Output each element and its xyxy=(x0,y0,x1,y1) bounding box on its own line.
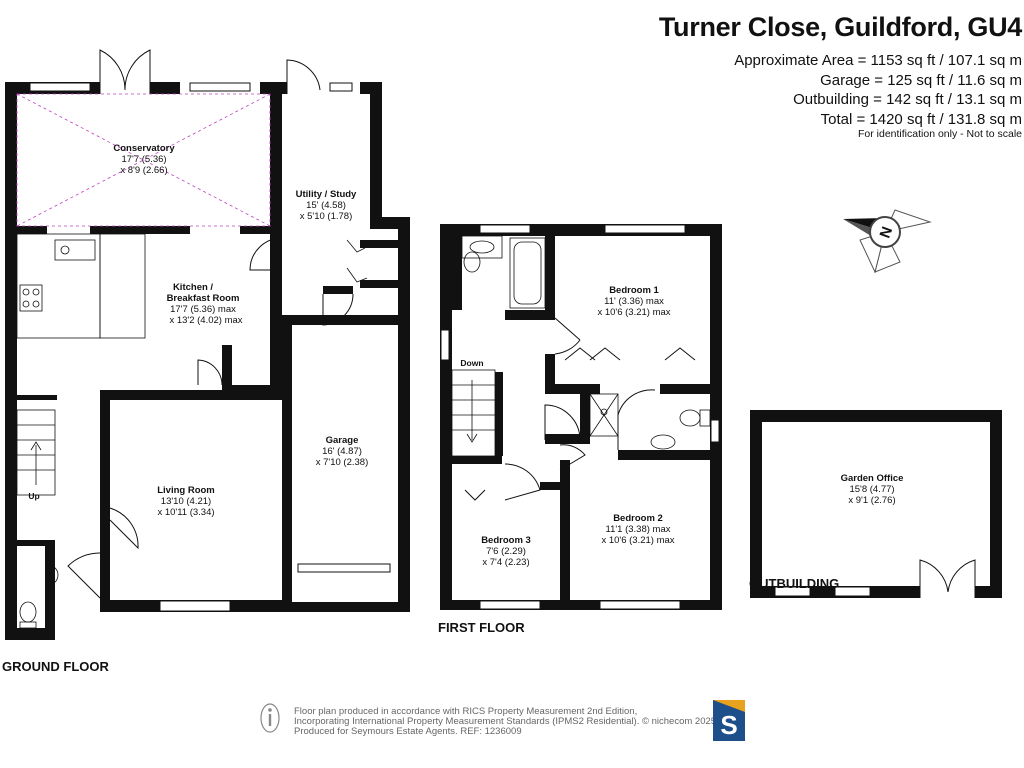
garage-dim2: x 7'10 (2.38) xyxy=(316,457,369,468)
office-dim2: x 9'1 (2.76) xyxy=(848,495,895,506)
office-window-left xyxy=(774,586,811,597)
ensuite-window xyxy=(710,419,720,443)
kitchen-name-1: Kitchen / xyxy=(173,282,213,293)
area-outbuilding: Outbuilding = 142 sq ft / 13.1 sq m xyxy=(793,91,1022,108)
bedroom1-window xyxy=(604,224,686,234)
office-dim1: 15'8 (4.77) xyxy=(849,484,894,495)
conservatory-window-left xyxy=(29,82,91,92)
bedroom1-dim1: 11' (3.36) max xyxy=(604,296,664,307)
kitchen-door xyxy=(197,359,223,386)
room-labels: Conservatory 17'7 (5.36) x 8'9 (2.66) Ut… xyxy=(113,143,903,568)
bedroom1-dim2: x 10'6 (3.21) max xyxy=(597,307,670,318)
garage-door-internal xyxy=(322,293,354,326)
footer-line-3: Produced for Seymours Estate Agents. REF… xyxy=(294,726,522,737)
kitchen-dim1: 17'7 (5.36) max xyxy=(170,304,236,315)
office-french-doors xyxy=(919,559,976,598)
living-name: Living Room xyxy=(157,485,215,496)
bedroom2-name: Bedroom 2 xyxy=(613,513,663,524)
living-door xyxy=(109,507,139,550)
bedroom2-dim2: x 10'6 (3.21) max xyxy=(601,535,674,546)
utility-door xyxy=(249,237,283,271)
conservatory-dim1: 17'7 (5.36) xyxy=(121,154,166,165)
ground-floor-label: GROUND FLOOR xyxy=(2,659,109,674)
stairs-up-label: Up xyxy=(28,491,39,501)
conservatory-french-doors xyxy=(99,49,151,94)
garage-name: Garage xyxy=(326,435,359,446)
footer-line-1: Floor plan produced in accordance with R… xyxy=(294,706,637,717)
conservatory-dim2: x 8'9 (2.66) xyxy=(120,165,167,176)
stairs-down-label: Down xyxy=(460,358,483,368)
conservatory-window-right xyxy=(189,82,251,92)
garage-dim1: 16' (4.87) xyxy=(322,446,362,457)
windows xyxy=(29,82,871,612)
utility-name: Utility / Study xyxy=(296,189,357,200)
utility-dim1: 15' (4.58) xyxy=(306,200,346,211)
bedroom2-window xyxy=(599,600,681,610)
bedroom3-dim1: 7'6 (2.29) xyxy=(486,546,526,557)
living-dim1: 13'10 (4.21) xyxy=(161,496,211,507)
living-window xyxy=(159,600,231,612)
bedroom3-name: Bedroom 3 xyxy=(481,535,531,546)
kitchen-dim2: x 13'2 (4.02) max xyxy=(169,315,242,326)
landing-window xyxy=(440,329,450,361)
fixtures xyxy=(16,233,711,629)
conservatory-name: Conservatory xyxy=(113,143,175,154)
area-total: Total = 1420 sq ft / 131.8 sq m xyxy=(820,110,1022,128)
compass-rose: N xyxy=(843,209,932,274)
landing-door xyxy=(544,404,581,441)
property-title: Turner Close, Guildford, GU4 xyxy=(658,12,1022,42)
bathroom-window xyxy=(479,224,531,234)
wardrobe-1 xyxy=(564,347,621,361)
first-floor-label: FIRST FLOOR xyxy=(438,620,525,635)
agent-logo: S xyxy=(713,700,745,741)
info-icon xyxy=(260,703,280,733)
wardrobe-2 xyxy=(664,347,696,361)
utility-window xyxy=(329,82,353,92)
footer-line-2: Incorporating International Property Mea… xyxy=(294,716,719,727)
area-approx: Approximate Area = 1153 sq ft / 107.1 sq… xyxy=(734,52,1022,69)
bathroom-door xyxy=(554,317,581,355)
logo-letter: S xyxy=(720,710,737,740)
area-summary: Approximate Area = 1153 sq ft / 107.1 sq… xyxy=(734,51,1022,129)
outbuilding-label: OUTBUILDING xyxy=(749,576,839,591)
kitchen-name-2: Breakfast Room xyxy=(167,293,240,304)
office-window-right xyxy=(834,586,871,597)
wardrobe-3 xyxy=(464,489,486,501)
utility-back-door xyxy=(286,59,321,94)
doors xyxy=(67,49,976,599)
office-name: Garden Office xyxy=(841,473,904,484)
front-door xyxy=(67,552,101,599)
area-garage: Garage = 125 sq ft / 11.6 sq m xyxy=(820,71,1022,89)
bedroom2-door xyxy=(559,444,586,471)
bedroom3-door xyxy=(504,463,541,501)
garage-door xyxy=(297,563,391,573)
ensuite-door xyxy=(617,389,656,450)
scale-note: For identification only - Not to scale xyxy=(858,128,1022,140)
bedroom3-dim2: x 7'4 (2.23) xyxy=(482,557,529,568)
bedroom2-dim1: 11'1 (3.38) max xyxy=(605,524,670,535)
living-dim2: x 10'11 (3.34) xyxy=(157,507,214,518)
bedroom3-window xyxy=(479,600,541,610)
utility-dim2: x 5'10 (1.78) xyxy=(300,211,353,222)
conservatory-roof xyxy=(16,93,271,227)
bedroom1-name: Bedroom 1 xyxy=(609,285,659,296)
